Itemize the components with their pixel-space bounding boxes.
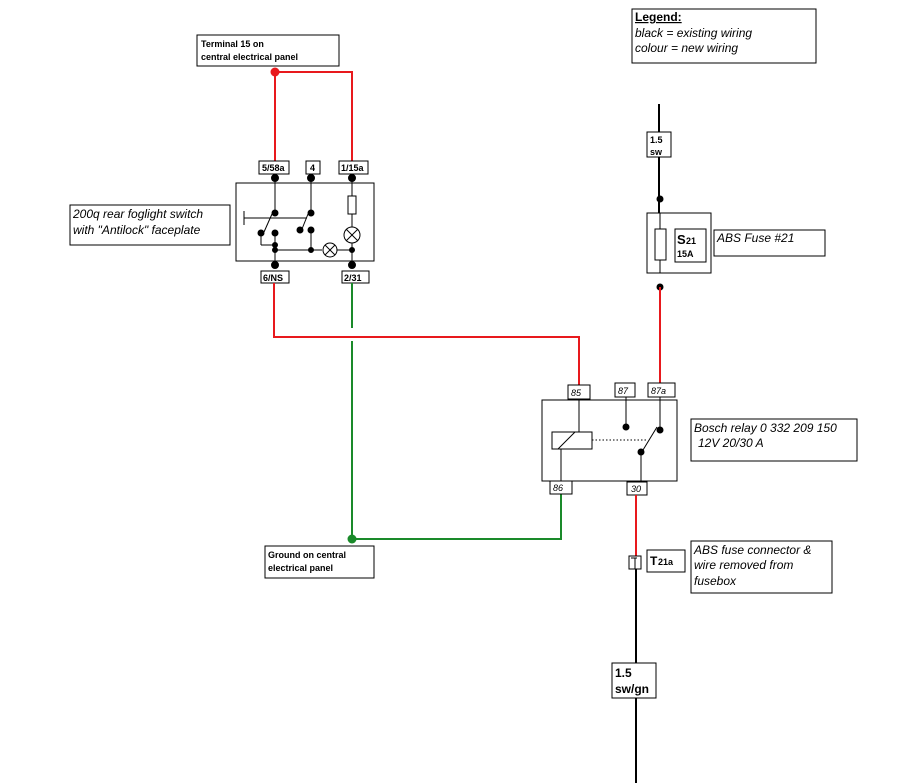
switch-pin-labels-bottom: 6/NS 2/31	[260, 270, 370, 284]
pin-4-label: 4	[310, 163, 315, 173]
wire-terminal15	[274, 71, 353, 162]
ground-junction	[347, 534, 357, 544]
terminal15-label: Terminal 15 on central electrical panel	[196, 34, 340, 67]
abs-fuse: S 21 15A	[646, 212, 712, 274]
wire-ns-to-85	[273, 283, 580, 386]
fuse-code: S	[677, 232, 686, 247]
switch-label-line1: 200q rear foglight switch	[72, 207, 203, 221]
fuse-label: ABS Fuse #21	[713, 229, 826, 257]
relay-label: Bosch relay 0 332 209 150 12V 20/30 A	[690, 418, 858, 462]
wire-ground-to-86	[351, 341, 562, 540]
legend-line-new: colour = new wiring	[635, 41, 738, 55]
fuse-label-text: ABS Fuse #21	[716, 231, 794, 245]
terminal15-line2: central electrical panel	[201, 52, 298, 62]
pin-87-label: 87	[618, 386, 629, 396]
switch-pin-labels-top: 5/58a 4 1/15a	[258, 160, 369, 175]
pin-ns-label: 6/NS	[263, 273, 283, 283]
connector-label: ABS fuse connector & wire removed from f…	[690, 540, 833, 594]
legend: Legend: black = existing wiring colour =…	[631, 8, 817, 64]
wire-bottom-label: 1.5 sw/gn	[611, 662, 657, 699]
terminal15-line1: Terminal 15 on	[201, 39, 264, 49]
bosch-relay	[541, 397, 678, 482]
terminal15-junction	[270, 67, 280, 77]
wire-bottom-line1: 1.5	[615, 666, 632, 680]
connector-sub: 21a	[658, 557, 674, 567]
foglight-switch	[235, 174, 375, 269]
relay-pin-labels-bottom: 86 30	[549, 480, 648, 496]
legend-line-existing: black = existing wiring	[635, 26, 752, 40]
fuse-sub: 21	[686, 236, 696, 246]
pin-15a-label: 1/15a	[341, 163, 365, 173]
wire-top-label: 1.5 sw	[646, 131, 672, 158]
fuse-rating: 15A	[677, 249, 694, 259]
pin-85-label: 85	[571, 388, 582, 398]
wire-top-line2: sw	[650, 147, 663, 157]
pin-87a-label: 87a	[651, 386, 666, 396]
ground-label: Ground on central electrical panel	[264, 545, 375, 579]
connector-label-line3: fusebox	[694, 574, 737, 588]
legend-title: Legend:	[635, 10, 682, 24]
connector-label-line1: ABS fuse connector &	[693, 543, 811, 557]
relay-label-line2: 12V 20/30 A	[698, 436, 764, 450]
ground-line1: Ground on central	[268, 550, 346, 560]
pin-86-label: 86	[553, 483, 563, 493]
relay-label-line1: Bosch relay 0 332 209 150	[694, 421, 837, 435]
fuse-top-dot	[656, 195, 664, 203]
pin-30-label: 30	[631, 484, 641, 494]
ground-line2: electrical panel	[268, 563, 333, 573]
pin-31-label: 2/31	[344, 273, 362, 283]
wire-bottom-line2: sw/gn	[615, 682, 649, 696]
pin-58a-label: 5/58a	[262, 163, 286, 173]
connector-code: T	[650, 554, 658, 568]
switch-label-line2: with "Antilock" faceplate	[73, 223, 201, 237]
switch-label: 200q rear foglight switch with "Antilock…	[69, 204, 231, 246]
relay-pin-labels-top: 85 87 87a	[567, 382, 676, 400]
connector-t21a: T 21a	[628, 549, 686, 573]
wire-top-line1: 1.5	[650, 135, 663, 145]
connector-label-line2: wire removed from	[694, 558, 793, 572]
